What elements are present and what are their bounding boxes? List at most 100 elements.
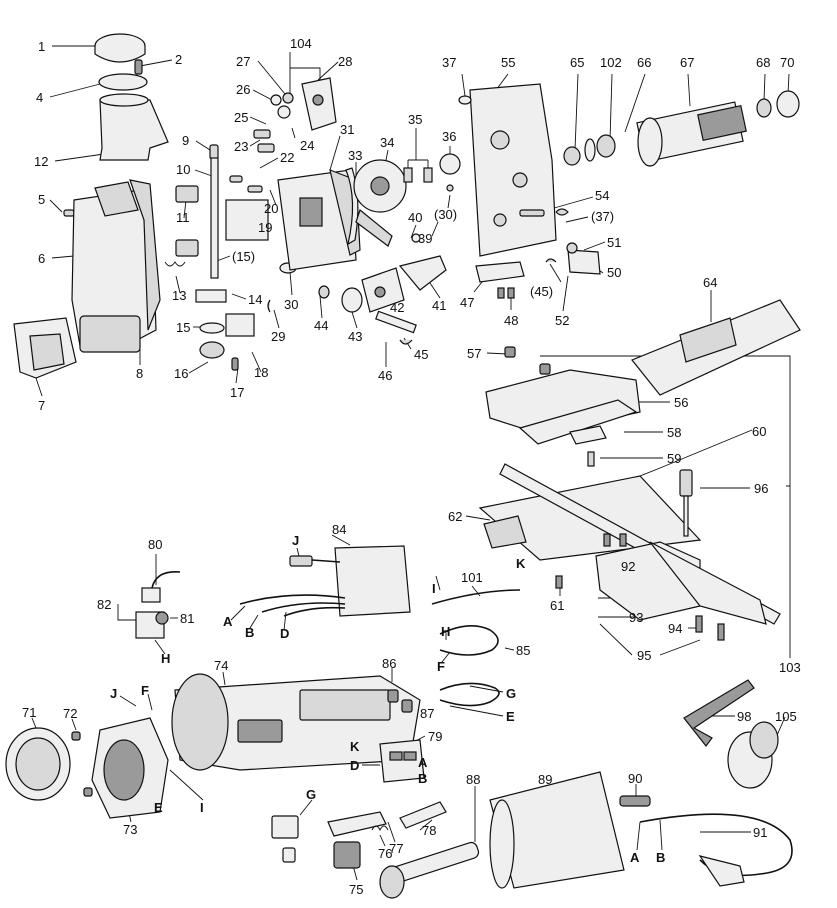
connector-I-stator: I <box>200 800 204 815</box>
callout-42: 42 <box>390 300 404 315</box>
callout-8: 8 <box>136 366 143 381</box>
callout-76: 76 <box>378 846 392 861</box>
callout-50: 50 <box>607 265 621 280</box>
callout-67: 67 <box>680 55 694 70</box>
callout-10: 10 <box>176 162 190 177</box>
callout-47: 47 <box>460 295 474 310</box>
callout-16: 16 <box>174 366 188 381</box>
callout-84: 84 <box>332 522 346 537</box>
callout-13: 13 <box>172 288 186 303</box>
callout-65: 65 <box>570 55 584 70</box>
housing-group <box>13 33 169 379</box>
gear-group <box>318 153 525 345</box>
accessory-group <box>271 679 793 899</box>
callout-31: 31 <box>340 122 354 137</box>
leader-lines <box>29 45 791 881</box>
callout-40: 40 <box>408 210 422 225</box>
connector-E-stator: E <box>154 800 163 815</box>
callout-45: 45 <box>414 347 428 362</box>
callout-90: 90 <box>628 771 642 786</box>
callout-56: 56 <box>674 395 688 410</box>
callout-5: 5 <box>38 192 45 207</box>
callout-23: 23 <box>234 139 248 154</box>
callout-55: 55 <box>501 55 515 70</box>
callout-24: 24 <box>300 138 314 153</box>
callout-11: 11 <box>176 210 190 225</box>
connector-J-stator: J <box>110 686 117 701</box>
callout-44: 44 <box>314 318 328 333</box>
connector-I-cable: I <box>432 581 436 596</box>
callout-48: 48 <box>504 313 518 328</box>
connector-G-switch: G <box>306 787 316 802</box>
connector-B-switch: B <box>418 771 427 786</box>
connector-H-cable: H <box>441 624 450 639</box>
plunger-group <box>164 77 361 371</box>
callout-66: 66 <box>637 55 651 70</box>
connector-E-cable: E <box>506 709 515 724</box>
connector-B-wires: B <box>245 625 254 640</box>
callout-26: 26 <box>236 82 250 97</box>
callout-72: 72 <box>63 706 77 721</box>
callout-78: 78 <box>422 823 436 838</box>
callout-93: 93 <box>629 610 643 625</box>
callout-15-ref: (15) <box>232 249 255 264</box>
callout-30: 30 <box>284 297 298 312</box>
connector-F-stator: F <box>141 683 149 698</box>
callout-20: 20 <box>264 201 278 216</box>
callout-labels: 1 2 4 12 5 6 7 8 9 10 11 13 14 (15) 15 1… <box>22 36 801 897</box>
callout-12: 12 <box>34 154 48 169</box>
callout-77: 77 <box>389 841 403 856</box>
callout-91: 91 <box>753 825 767 840</box>
callout-102: 102 <box>600 55 622 70</box>
electrical-group <box>135 545 521 707</box>
callout-37: 37 <box>442 55 456 70</box>
callout-15: 15 <box>176 320 190 335</box>
callout-6: 6 <box>38 251 45 266</box>
callout-87: 87 <box>420 706 434 721</box>
callout-33: 33 <box>348 148 362 163</box>
connector-H-left: H <box>161 651 170 666</box>
connector-G-cable: G <box>506 686 516 701</box>
callout-35: 35 <box>408 112 422 127</box>
callout-74: 74 <box>214 658 228 673</box>
connector-K-switch: K <box>350 739 360 754</box>
armature-group <box>563 90 800 167</box>
callout-43: 43 <box>348 329 362 344</box>
callout-60: 60 <box>752 424 766 439</box>
callout-71: 71 <box>22 705 36 720</box>
callout-73: 73 <box>123 822 137 837</box>
callout-17: 17 <box>230 385 244 400</box>
callout-18: 18 <box>254 365 268 380</box>
callout-36: 36 <box>442 129 456 144</box>
callout-75: 75 <box>349 882 363 897</box>
callout-88: 88 <box>466 772 480 787</box>
callout-82: 82 <box>97 597 111 612</box>
callout-2: 2 <box>175 52 182 67</box>
callout-1: 1 <box>38 39 45 54</box>
callout-59: 59 <box>667 451 681 466</box>
callout-14: 14 <box>248 292 262 307</box>
connector-D-wires: D <box>280 626 289 641</box>
callout-70: 70 <box>780 55 794 70</box>
callout-25: 25 <box>234 110 248 125</box>
callout-86: 86 <box>382 656 396 671</box>
callout-80: 80 <box>148 537 162 552</box>
callout-85: 85 <box>516 643 530 658</box>
callout-39: 39 <box>418 231 432 246</box>
callout-28: 28 <box>338 54 352 69</box>
base-plate-group <box>478 299 801 641</box>
callout-30-ref: (30) <box>434 207 457 222</box>
callout-46: 46 <box>378 368 392 383</box>
callout-89: 89 <box>538 772 552 787</box>
connector-J-top: J <box>292 533 299 548</box>
connector-A-wires: A <box>223 614 233 629</box>
callout-104: 104 <box>290 36 312 51</box>
motor-housing-group <box>5 673 425 819</box>
callout-79: 79 <box>428 729 442 744</box>
callout-64: 64 <box>703 275 717 290</box>
callout-96: 96 <box>754 481 768 496</box>
connector-D-switch: D <box>350 758 359 773</box>
connector-B-cord: B <box>656 850 665 865</box>
callout-62: 62 <box>448 509 462 524</box>
